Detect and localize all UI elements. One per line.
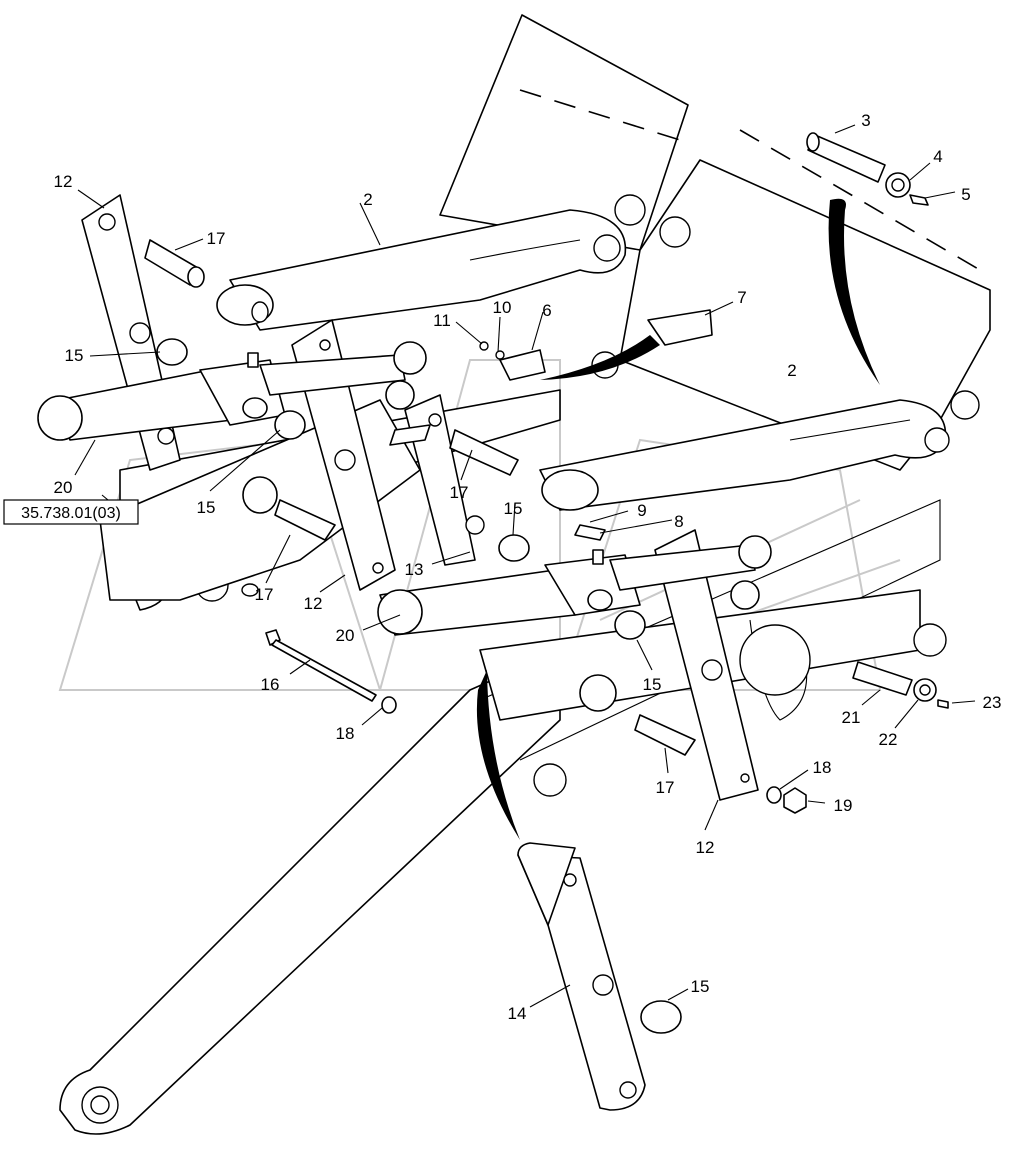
- callout-11-bolt: 11: [433, 311, 451, 330]
- side-plate-right-inner: [654, 529, 759, 801]
- callout-12-plate-left: 12: [54, 172, 73, 191]
- callout-2-upper-link-right: 2: [787, 361, 796, 380]
- callout-9-fitting: 9: [637, 501, 646, 520]
- upper-link-right: [539, 399, 950, 511]
- callout-21-pin: 21: [842, 708, 861, 727]
- callout-12-plate-inner: 12: [304, 594, 323, 613]
- callout-13-plate-center: 13: [405, 560, 424, 579]
- callout-8-fitting: 8: [674, 512, 683, 531]
- lower-pin-assembly: [852, 661, 949, 709]
- loader-frame-upper: [439, 14, 991, 471]
- callout-16-bolt: 16: [261, 675, 280, 694]
- callout-18-washer-a: 18: [336, 724, 355, 743]
- callout-17-pin-a: 17: [207, 229, 226, 248]
- callout-20-cylinder-right: 20: [336, 626, 355, 645]
- callout-17-pin-d: 17: [656, 778, 675, 797]
- callout-10-nut: 10: [493, 298, 512, 317]
- upper-link-left: [216, 209, 627, 331]
- callout-4-washer: 4: [933, 147, 942, 166]
- callout-15-bushing-d: 15: [643, 675, 662, 694]
- callout-6-bracket: 6: [542, 301, 551, 320]
- callout-3-pin: 3: [861, 111, 870, 130]
- callout-14-connector-link: 14: [508, 1004, 527, 1023]
- connector-link: [517, 842, 646, 1111]
- hydraulic-cylinder-left: [37, 341, 427, 441]
- callout-18-washer-b: 18: [813, 758, 832, 777]
- callout-15-bushing-c: 15: [504, 499, 523, 518]
- callout-15-bushing-e: 15: [691, 977, 710, 996]
- callout-23-screw: 23: [983, 693, 1002, 712]
- bolt-washer-nut: [265, 629, 807, 814]
- bushing-pins: [144, 239, 696, 1034]
- callout-17-pin-b: 17: [450, 483, 469, 502]
- reference-label: 35.738.01(03): [21, 505, 121, 522]
- callout-15-bushing-b: 15: [197, 498, 216, 517]
- callout-19-nut: 19: [834, 796, 853, 815]
- reference-callout: 35.738.01(03): [3, 499, 139, 525]
- reference-box: [3, 499, 139, 525]
- callout-7-bracket: 7: [737, 288, 746, 307]
- callout-22-washer: 22: [879, 730, 898, 749]
- callout-labels: 2 2 3 4 5 6 7 8 9 10 11 12 12 12 13 14 1…: [54, 111, 1002, 1023]
- small-brackets: [389, 309, 713, 541]
- callout-5-screw: 5: [961, 185, 970, 204]
- callout-20-cylinder-left: 20: [54, 478, 73, 497]
- top-pin-assembly: [806, 132, 929, 206]
- callout-17-pin-c: 17: [255, 585, 274, 604]
- callout-15-bushing-a: 15: [65, 346, 84, 365]
- callout-2-upper-link: 2: [363, 190, 372, 209]
- hydraulic-cylinder-right: [377, 535, 772, 636]
- callout-12-plate-right: 12: [696, 838, 715, 857]
- assembly-arrows: [476, 198, 880, 840]
